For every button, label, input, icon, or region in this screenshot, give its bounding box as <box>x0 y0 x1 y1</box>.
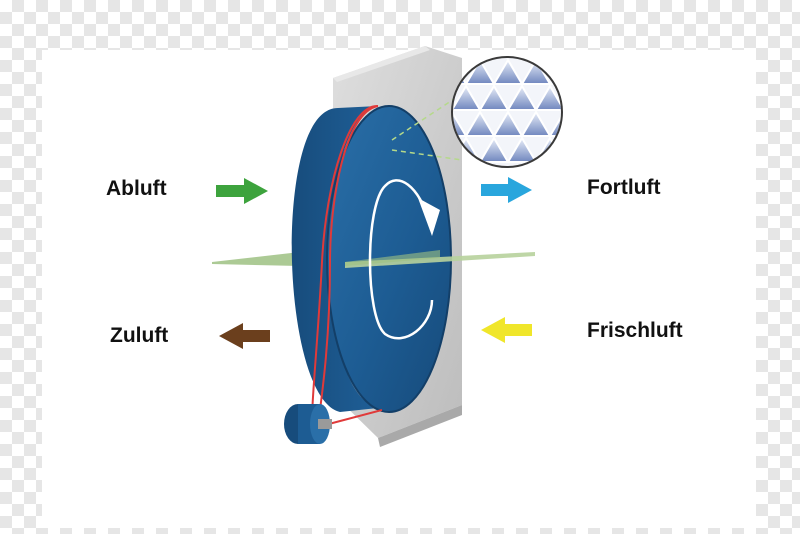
divider-plane-left <box>212 252 300 266</box>
arrow-fresh-in-icon <box>481 317 532 343</box>
label-supply-out: Zuluft <box>110 324 169 347</box>
arrow-exhaust-out-icon <box>481 177 532 203</box>
label-exhaust-in: Abluft <box>106 177 167 200</box>
label-exhaust-out: Fortluft <box>587 176 661 199</box>
divider-plane-right <box>345 252 535 268</box>
label-fresh-in: Frischluft <box>587 319 683 342</box>
arrow-exhaust-in-icon <box>216 178 268 204</box>
drive-belt <box>311 104 383 426</box>
detail-leader-lines <box>391 94 463 161</box>
honeycomb-detail-icon <box>451 56 563 168</box>
arrow-supply-out-icon <box>219 323 270 349</box>
clockwise-rotation-arrow-icon <box>368 179 440 340</box>
drive-motor-icon <box>284 404 332 444</box>
